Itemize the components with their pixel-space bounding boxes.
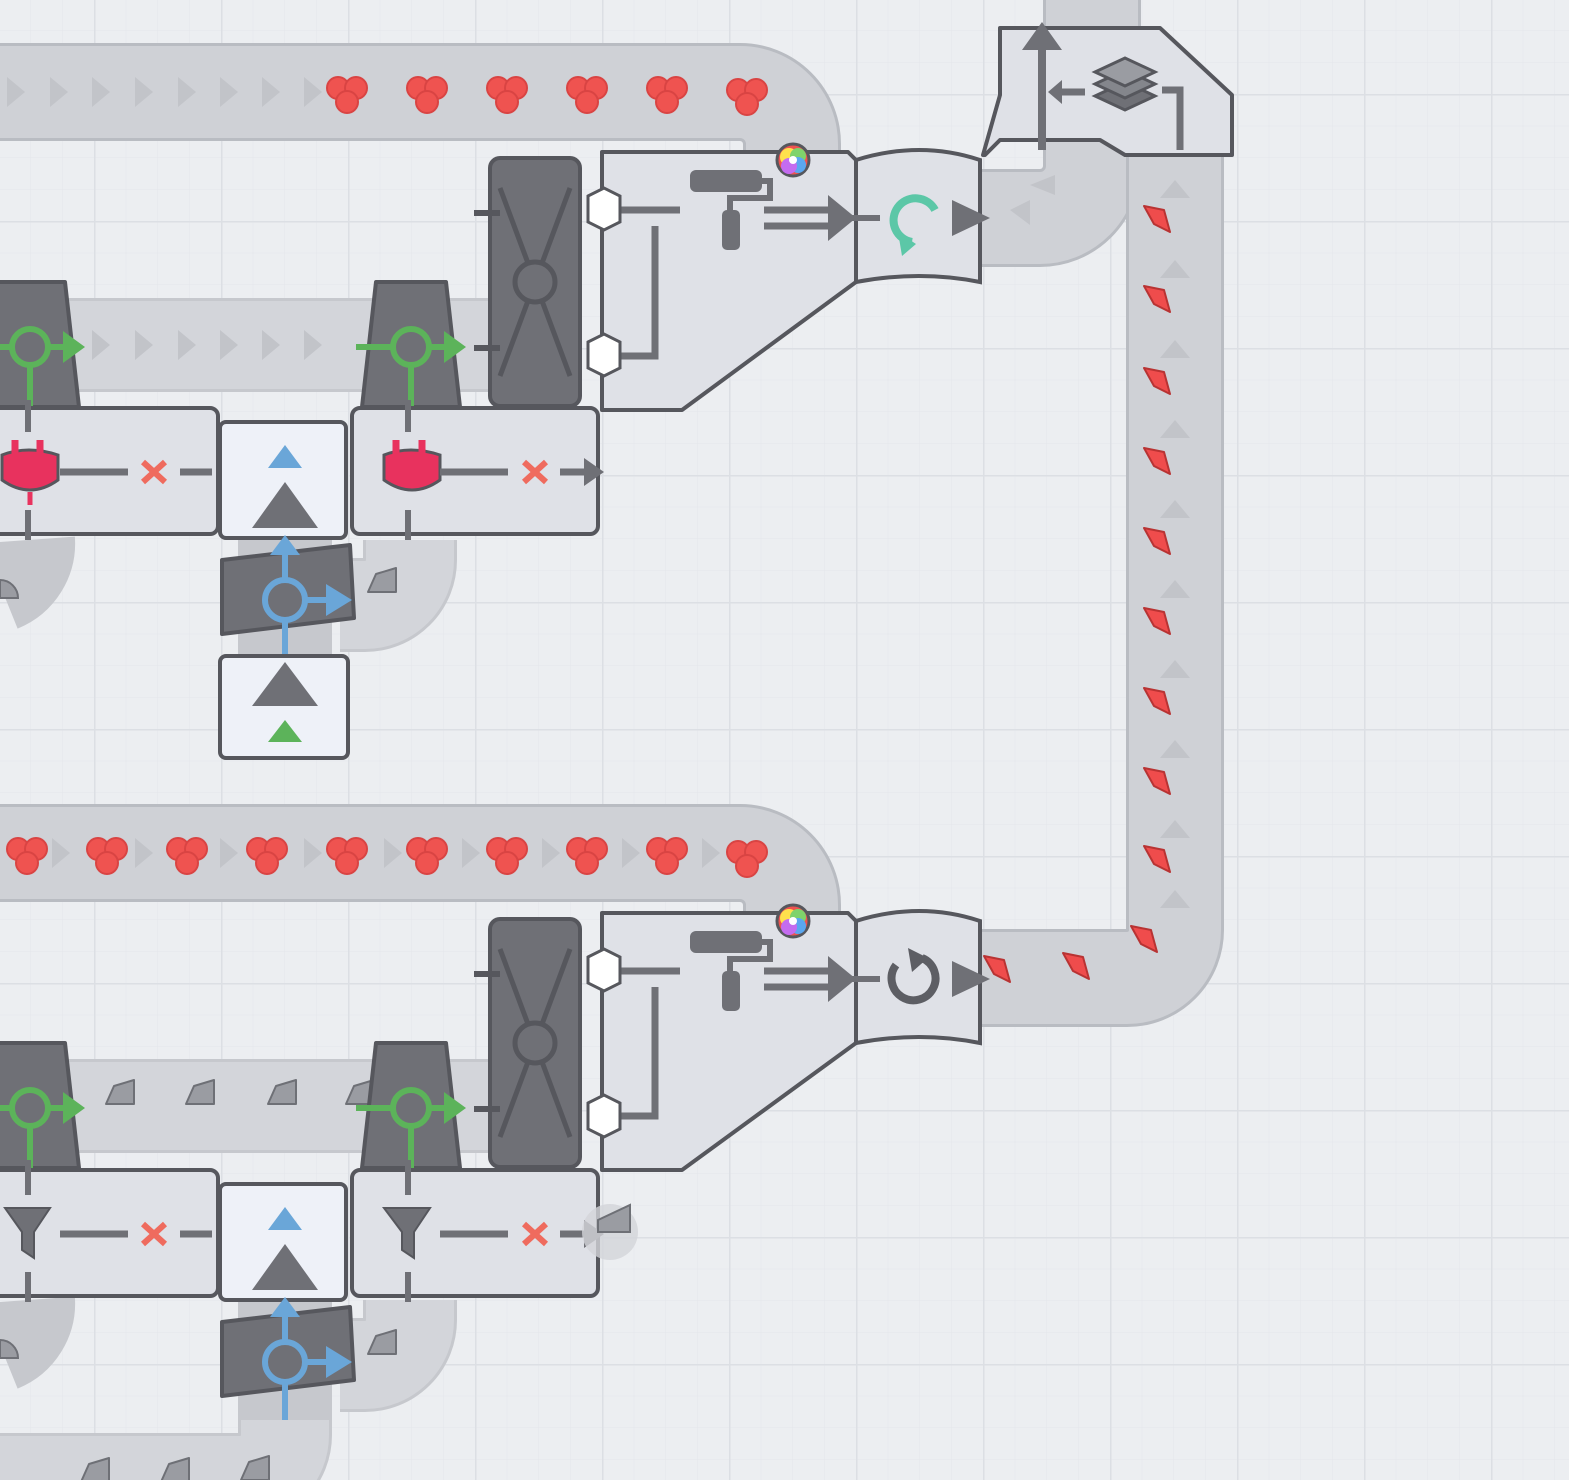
funnel-filter-icon xyxy=(3,1207,52,1260)
rainbow-paint-icon xyxy=(775,142,811,178)
top-mixer-blue[interactable] xyxy=(220,535,356,660)
close-icon xyxy=(521,459,549,485)
close-icon xyxy=(521,1221,549,1247)
rotate-counter-clockwise-icon xyxy=(887,954,940,1005)
bottom-swapper[interactable] xyxy=(474,919,622,1167)
bottom-mixer-blue[interactable] xyxy=(220,1297,356,1420)
top-lift-lower[interactable] xyxy=(218,654,350,760)
red-plug-icon xyxy=(382,440,442,492)
top-lift[interactable] xyxy=(218,420,348,540)
bottom-rotator[interactable] xyxy=(852,909,990,1046)
stack-layers-icon xyxy=(1091,56,1159,112)
close-icon xyxy=(140,1221,168,1247)
funnel-filter-icon xyxy=(382,1207,432,1260)
top-rotator[interactable] xyxy=(852,148,990,285)
bottom-lift[interactable] xyxy=(218,1182,348,1302)
red-plug-icon xyxy=(0,440,60,505)
top-swapper[interactable] xyxy=(474,158,622,406)
rainbow-paint-icon xyxy=(775,903,811,939)
bottom-filter-box-left[interactable] xyxy=(0,1160,220,1302)
top-painter[interactable] xyxy=(600,142,858,412)
close-icon xyxy=(140,459,168,485)
top-splitter-right[interactable] xyxy=(356,282,466,407)
top-signal-box-left[interactable] xyxy=(0,400,220,540)
top-signal-box-right[interactable] xyxy=(350,400,604,540)
bottom-splitter-right[interactable] xyxy=(356,1043,466,1168)
stacker-building[interactable] xyxy=(981,22,1234,157)
stacker-input-items xyxy=(1010,175,1055,225)
bottom-filter-box-right[interactable] xyxy=(350,1160,604,1302)
